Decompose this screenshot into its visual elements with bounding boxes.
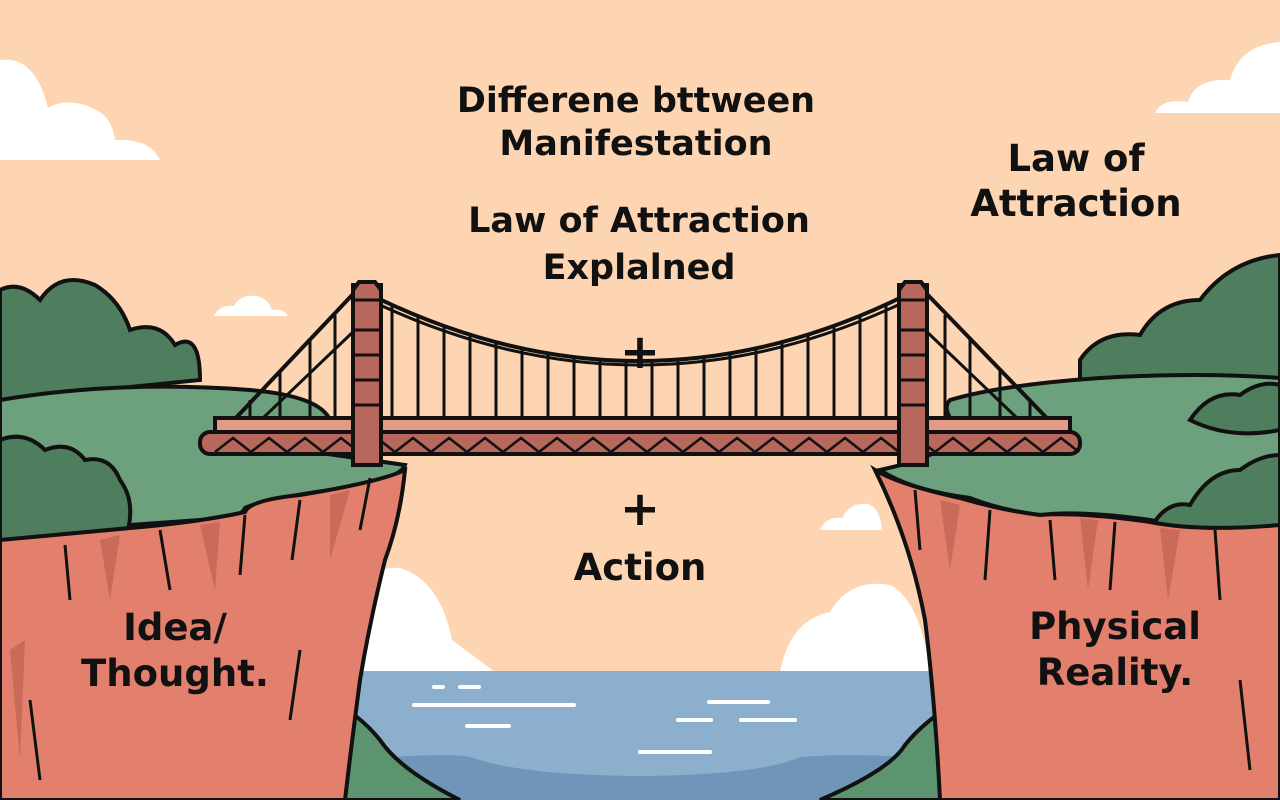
bridge-main-cable [364,290,913,363]
bridge-tower-left [351,280,383,467]
title-line-2: Manifestation [499,123,773,164]
subtitle-line-1: Law of Attraction [468,201,810,241]
right-cliff [870,252,1280,800]
right-label-line-2: Attraction [970,182,1182,226]
law-of-attraction-label: Law of Attraction [958,136,1194,226]
action-label: Action [573,546,707,589]
title-main: Differene bttween Manifestation [436,80,836,165]
right-cliff-line-2: Reality. [1036,651,1194,695]
cloud-bottom-left [345,567,495,672]
subtitle: Law of Attraction Explalned [436,198,842,293]
cloud-bottom-right [780,583,930,672]
cloud-small-left [214,295,288,316]
bridge-deck-rail [213,416,1072,434]
suspension-bridge [198,280,1082,467]
right-label-line-1: Law of [1007,137,1145,180]
plus-icon: + [619,481,661,537]
cloud-top-right [1155,42,1280,113]
left-cliff-line-1: Idea/ [123,606,227,649]
sea [345,671,945,800]
physical-reality-label: Physical Reality. [1005,604,1225,697]
left-cliff-line-2: Thought. [81,652,269,696]
cloud-top-left [0,59,160,160]
subtitle-line-2: Explalned [542,248,736,289]
right-cliff-line-1: Physical [1029,605,1201,648]
bridge-main-cable-inner [379,303,899,367]
plus-icon: + [619,324,661,380]
idea-thought-label: Idea/ Thought. [50,605,300,698]
title-line-1: Differene bttween [456,81,816,121]
bridge-tower-right [897,280,929,467]
cloud-mid-right [820,503,882,530]
